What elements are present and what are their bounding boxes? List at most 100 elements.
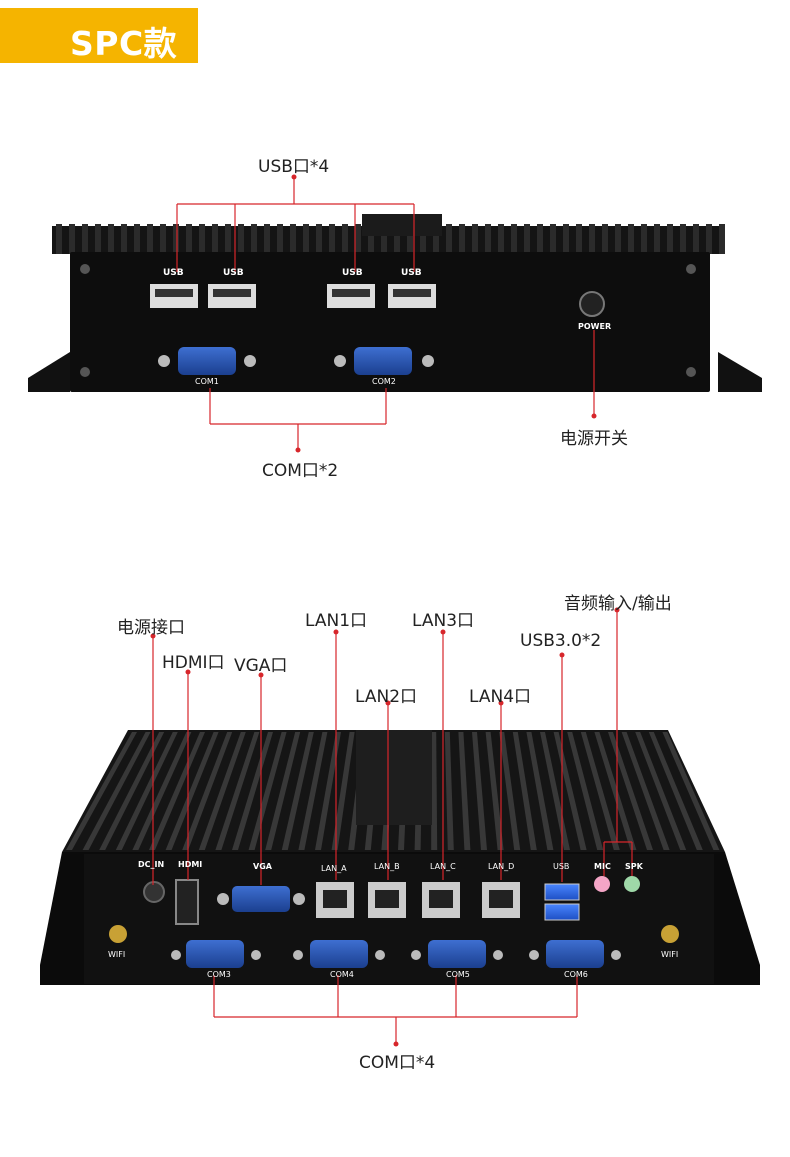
callout-vga: VGA口 xyxy=(234,656,288,676)
top-usb-ports xyxy=(150,284,436,308)
heatsink-fin xyxy=(446,224,452,254)
heatsink-fin xyxy=(186,224,192,254)
heatsink-fin xyxy=(472,224,478,254)
panel-com4-label: COM4 xyxy=(330,970,354,979)
callout-hdmi: HDMI口 xyxy=(162,653,225,673)
heatsink-fin xyxy=(232,732,273,850)
heatsink-fin xyxy=(719,224,725,254)
panel-spk-label: SPK xyxy=(625,862,643,871)
heatsink-fin xyxy=(368,224,374,254)
heatsink-fin xyxy=(394,224,400,254)
heatsink-fin xyxy=(248,732,287,850)
bottom-com-ports xyxy=(171,940,621,968)
model-badge-text: SPC款 xyxy=(70,24,178,63)
heatsink-fin xyxy=(537,224,543,254)
heatsink-fin xyxy=(628,224,634,254)
heatsink-fin xyxy=(635,732,687,850)
heatsink-fin xyxy=(498,224,504,254)
heatsink-fin xyxy=(641,224,647,254)
panel-usb-label-3: USB xyxy=(342,268,363,278)
callout-lan1: LAN1口 xyxy=(305,611,368,631)
heatsink-fin xyxy=(132,732,192,850)
heatsink-fin xyxy=(281,732,314,850)
heatsink-fin xyxy=(290,224,296,254)
panel-wifi-right-label: WIFI xyxy=(661,950,679,959)
top-unit-heatsink xyxy=(52,214,725,254)
heatsink-fin xyxy=(149,732,205,850)
heatsink-fin xyxy=(420,224,426,254)
wifi-antenna-right-icon xyxy=(661,925,679,943)
heatsink-fin xyxy=(121,224,127,254)
heatsink-fin xyxy=(667,224,673,254)
heatsink-fin xyxy=(329,224,335,254)
heatsink-fin xyxy=(458,732,471,850)
heatsink-fin xyxy=(315,732,341,850)
left-mount-bracket xyxy=(28,352,70,392)
heatsink-fin xyxy=(225,224,231,254)
bottom-unit-heatsink xyxy=(62,730,725,852)
callout-com-ports: COM口*2 xyxy=(262,461,339,481)
panel-power-label: POWER xyxy=(578,322,612,331)
heatsink-fin xyxy=(82,224,88,254)
panel-com6-label: COM6 xyxy=(564,970,588,979)
callout-dc-in: 电源接口 xyxy=(117,618,185,638)
heatsink-fin xyxy=(342,224,348,254)
heatsink-fin xyxy=(433,224,439,254)
heatsink-fin xyxy=(303,224,309,254)
callout-usb3: USB3.0*2 xyxy=(520,631,602,651)
callout-lan2: LAN2口 xyxy=(355,687,418,707)
panel-usb-label-1: USB xyxy=(163,268,184,278)
heatsink-fin xyxy=(485,732,504,850)
heatsink-fin xyxy=(499,732,521,850)
panel-usb-label-4: USB xyxy=(401,268,422,278)
heatsink-fin xyxy=(407,224,413,254)
heatsink-fin xyxy=(654,224,660,254)
heatsink-fin xyxy=(331,732,355,850)
heatsink-fin xyxy=(580,732,620,850)
heatsink-fin xyxy=(459,224,465,254)
heatsink-fin xyxy=(160,224,166,254)
heatsink-fin xyxy=(298,732,328,850)
heatsink-fin xyxy=(82,732,151,850)
panel-usb-label-2: USB xyxy=(223,268,244,278)
heatsink-fin xyxy=(680,224,686,254)
heatsink-fin xyxy=(215,732,260,850)
heatsink-fin xyxy=(594,732,637,850)
heatsink-fin xyxy=(524,224,530,254)
heatsink-fin xyxy=(662,732,720,850)
heatsink-fin xyxy=(251,224,257,254)
panel-com3-label: COM3 xyxy=(207,970,231,979)
heatsink-fin xyxy=(115,732,178,850)
callout-usb-ports: USB口*4 xyxy=(258,157,330,177)
top-callout-lines xyxy=(176,177,595,450)
wifi-antenna-left-icon xyxy=(109,925,127,943)
panel-lan-d-label: LAN_D xyxy=(488,862,515,871)
heatsink-fin xyxy=(615,224,621,254)
heatsink-fin xyxy=(648,732,703,850)
bottom-callout-lines xyxy=(152,610,633,1044)
callout-audio: 音频输入/输出 xyxy=(564,594,672,614)
heatsink-fin xyxy=(431,732,438,850)
heatsink-fin xyxy=(567,732,604,850)
heatsink-fin xyxy=(316,224,322,254)
panel-usb-label: USB xyxy=(553,862,570,871)
panel-wifi-left-label: WIFI xyxy=(108,950,126,959)
heatsink-fin xyxy=(621,732,670,850)
heatsink-fin xyxy=(147,224,153,254)
panel-vga-label: VGA xyxy=(253,862,272,871)
heatsink-fin xyxy=(563,224,569,254)
panel-mic-label: MIC xyxy=(594,862,611,871)
heatsink-fin xyxy=(485,224,491,254)
panel-lan-a-label: LAN_A xyxy=(321,864,347,873)
heatsink-fin xyxy=(589,224,595,254)
heatsink-fin xyxy=(173,224,179,254)
heatsink-fin xyxy=(165,732,219,850)
heatsink-fin xyxy=(444,732,454,850)
heatsink-fin xyxy=(550,224,556,254)
heatsink-fin xyxy=(238,224,244,254)
heatsink-fin xyxy=(199,224,205,254)
panel-hdmi-label: HDMI xyxy=(178,860,203,869)
heatsink-fin xyxy=(69,224,75,254)
panel-dc-label: DC_IN xyxy=(138,860,165,869)
hdmi-port xyxy=(175,879,199,925)
